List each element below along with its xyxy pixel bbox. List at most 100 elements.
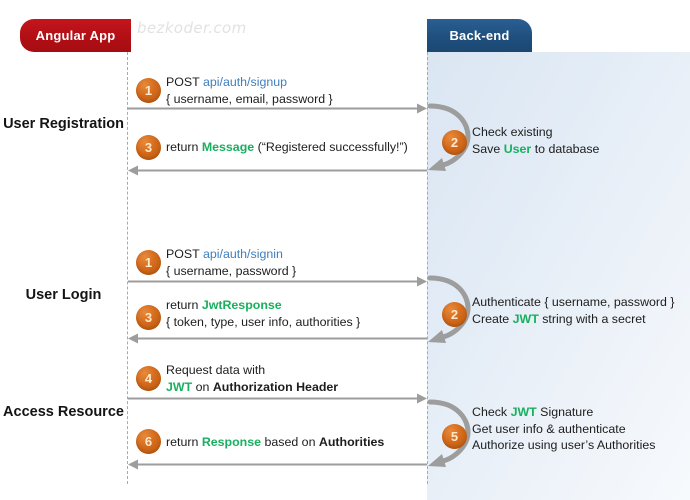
- section-label-user-login: User Login: [0, 286, 127, 305]
- message-signin-response: return JwtResponse{ token, type, user in…: [166, 297, 360, 330]
- message-signin-server: Authenticate { username, password } Creat…: [472, 294, 675, 327]
- step-number: 2: [450, 135, 459, 150]
- step-bubble-resource-response: 6: [136, 429, 161, 454]
- arrow-signup-request: [128, 103, 427, 114]
- client-lifeline: [127, 52, 128, 484]
- message-fragment: Get user info & authenticate: [472, 421, 626, 436]
- message-fragment: { username, password }: [166, 263, 297, 278]
- message-line: { username, password }: [166, 263, 296, 280]
- message-fragment: Save: [472, 141, 504, 156]
- message-fragment: JWT: [510, 405, 537, 419]
- message-fragment: Create: [472, 311, 513, 326]
- step-bubble-signup-server: 2: [442, 130, 467, 155]
- message-fragment: return: [166, 435, 202, 449]
- message-fragment: Authenticate { username, password }: [472, 295, 675, 309]
- message-fragment: Message: [201, 140, 255, 154]
- step-number: 5: [450, 429, 459, 444]
- message-line: Get user info & authenticate: [472, 421, 655, 438]
- message-line: Request data with: [166, 362, 338, 379]
- message-fragment: POST: [166, 75, 203, 89]
- message-resource-response: return Response based on Authorities: [166, 434, 384, 451]
- server-actor-badge: Back-end: [427, 19, 532, 52]
- message-fragment: Authorities: [318, 435, 385, 449]
- step-number: 6: [144, 434, 153, 449]
- message-line: { token, type, user info, authorities }: [166, 314, 360, 331]
- step-number: 3: [144, 310, 153, 325]
- backend-panel: [427, 52, 690, 500]
- message-fragment: on: [192, 379, 213, 394]
- step-bubble-signin-response: 3: [136, 305, 161, 330]
- message-line: Check JWT Signature: [472, 404, 655, 421]
- message-fragment: Signature: [536, 405, 594, 419]
- message-fragment: based on: [261, 435, 319, 449]
- arrow-signup-response: [128, 165, 427, 176]
- message-fragment: (“Registered successfully!”): [254, 140, 408, 154]
- message-signup-request: POST api/auth/signup{ username, email, p…: [166, 74, 333, 107]
- step-bubble-signup-response: 3: [136, 135, 161, 160]
- message-fragment: { username, email, password }: [166, 91, 333, 106]
- self-loop-arrow-resource-server: [427, 396, 474, 468]
- message-line: return JwtResponse: [166, 297, 360, 314]
- section-line-1: User: [3, 116, 36, 132]
- arrow-resource-request: [128, 393, 427, 404]
- message-fragment: return: [166, 298, 202, 312]
- message-fragment: JwtResponse: [201, 298, 282, 312]
- message-fragment: Request data with: [166, 363, 266, 377]
- message-line: Authorize using user’s Authorities: [472, 437, 655, 454]
- section-label-access-resource: Access Resource: [0, 403, 127, 422]
- section-line-2: Registration: [39, 116, 124, 132]
- message-fragment: { token, type, user info, authorities }: [166, 314, 361, 329]
- message-line: JWT on Authorization Header: [166, 379, 338, 396]
- message-fragment: api/auth/signup: [202, 75, 288, 89]
- message-fragment: to database: [531, 141, 600, 156]
- step-bubble-signin-request: 1: [136, 250, 161, 275]
- arrow-resource-response: [128, 459, 427, 470]
- step-bubble-signup-request: 1: [136, 78, 161, 103]
- message-line: Authenticate { username, password }: [472, 294, 675, 311]
- message-fragment: JWT: [166, 379, 193, 394]
- client-actor-badge: Angular App: [20, 19, 131, 52]
- section-line-1: User: [25, 287, 58, 303]
- step-number: 2: [450, 307, 459, 322]
- message-line: Check existing: [472, 124, 599, 141]
- message-fragment: Check existing: [472, 125, 553, 139]
- message-fragment: Authorize using user’s Authorities: [472, 438, 656, 452]
- message-signup-response: return Message (“Registered successfully…: [166, 139, 408, 156]
- section-line-2: Resource: [57, 404, 124, 420]
- message-line: POST api/auth/signin: [166, 246, 296, 263]
- server-lifeline: [427, 52, 428, 484]
- self-loop-arrow-signup-server: [427, 100, 474, 172]
- server-actor-label: Back-end: [449, 28, 510, 43]
- message-fragment: api/auth/signin: [202, 247, 283, 261]
- message-line: return Message (“Registered successfully…: [166, 139, 408, 156]
- arrow-signin-request: [128, 276, 427, 287]
- message-line: Save User to database: [472, 141, 599, 158]
- step-number: 4: [144, 371, 153, 386]
- section-label-user-registration: User Registration: [0, 115, 127, 134]
- step-bubble-signin-server: 2: [442, 302, 467, 327]
- message-fragment: Authorization Header: [212, 379, 339, 394]
- step-number: 1: [144, 83, 153, 98]
- client-actor-label: Angular App: [35, 28, 116, 43]
- message-line: Create JWT string with a secret: [472, 311, 675, 328]
- step-bubble-resource-server: 5: [442, 424, 467, 449]
- message-fragment: JWT: [512, 311, 539, 326]
- step-number: 1: [144, 255, 153, 270]
- step-number: 3: [144, 140, 153, 155]
- message-line: { username, email, password }: [166, 91, 333, 108]
- arrow-signin-response: [128, 333, 427, 344]
- message-line: return Response based on Authorities: [166, 434, 384, 451]
- section-line-2: Login: [61, 287, 102, 303]
- message-line: POST api/auth/signup: [166, 74, 333, 91]
- message-fragment: POST: [166, 247, 203, 261]
- message-signin-request: POST api/auth/signin{ username, password…: [166, 246, 296, 279]
- section-line-1: Access: [3, 404, 54, 420]
- message-fragment: return: [166, 140, 202, 154]
- message-fragment: Response: [201, 435, 262, 449]
- message-fragment: User: [503, 141, 532, 156]
- message-fragment: string with a secret: [538, 311, 646, 326]
